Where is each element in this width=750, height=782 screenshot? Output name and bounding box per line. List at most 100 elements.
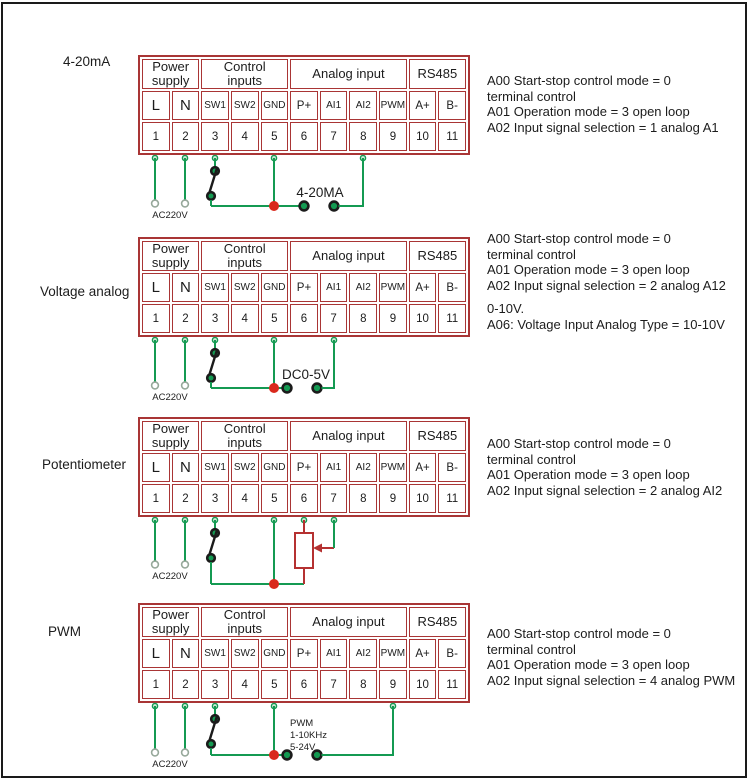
terminal-name-ai2: AI2 <box>349 453 378 482</box>
group-header-power-supply: Power supply <box>142 59 200 89</box>
diagram-label-4-20ma: 4-20mA <box>63 54 111 69</box>
terminal-name-n: N <box>171 453 200 482</box>
annotation-line: A00 Start-stop control mode = 0 <box>487 436 671 451</box>
terminal-name-n: N <box>171 91 200 120</box>
terminal-number-9: 9 <box>379 670 407 699</box>
terminal-name-sw2: SW2 <box>230 639 259 668</box>
ac-terminal-l <box>150 199 160 208</box>
terminal-name-pwm: PWM <box>379 91 407 120</box>
ac-terminal-n <box>180 748 190 757</box>
terminal-number-4: 4 <box>230 484 259 513</box>
terminal-number-9: 9 <box>379 304 407 333</box>
pwm-label-line3: 5-24V <box>290 742 316 753</box>
group-header-analog-input: Analog input <box>290 607 407 637</box>
terminal-name-ai1: AI1 <box>319 639 348 668</box>
junction-dot <box>269 383 279 393</box>
terminal-name-pwm: PWM <box>379 639 407 668</box>
terminal-name-sw1: SW1 <box>201 639 229 668</box>
terminal-number-8: 8 <box>349 670 378 699</box>
terminal-number-5: 5 <box>260 484 289 513</box>
terminal-number-9: 9 <box>379 484 407 513</box>
ac220v-label: AC220V <box>152 571 188 582</box>
terminal-number-5: 5 <box>260 122 289 151</box>
terminal-name-p+: P+ <box>290 639 318 668</box>
terminal-name-a+: A+ <box>408 91 437 120</box>
terminal-name-l: L <box>142 91 170 120</box>
group-header-analog-input: Analog input <box>290 59 407 89</box>
terminal-number-2: 2 <box>171 304 200 333</box>
junction-dot <box>269 579 279 589</box>
group-header-control-inputs: Control inputs <box>201 607 289 637</box>
group-header-power-supply: Power supply <box>142 241 200 271</box>
annotation-line: 0-10V. <box>487 301 525 316</box>
terminal-name-ai2: AI2 <box>349 273 378 302</box>
terminal-name-n: N <box>171 273 200 302</box>
diagram-label-pwm: PWM <box>48 624 81 639</box>
pwm-source-terminal-2 <box>311 749 323 761</box>
group-header-power-supply: Power supply <box>142 421 200 451</box>
terminal-number-8: 8 <box>349 304 378 333</box>
annotation-line: A02 Input signal selection = 4 analog PW… <box>487 672 736 688</box>
terminal-number-8: 8 <box>349 484 378 513</box>
terminal-number-3: 3 <box>201 122 229 151</box>
terminal-number-10: 10 <box>408 304 437 333</box>
annotation-line: A00 Start-stop control mode = 0 <box>487 626 671 641</box>
terminal-number-6: 6 <box>290 484 318 513</box>
group-header-control-inputs: Control inputs <box>201 59 289 89</box>
annotation-line <box>487 293 726 301</box>
terminal-number-5: 5 <box>260 304 289 333</box>
terminal-number-4: 4 <box>230 670 259 699</box>
ac220v-label: AC220V <box>152 210 188 221</box>
wire-to-pwm <box>321 706 394 756</box>
wire-to-ai2 <box>338 158 364 207</box>
current-source-terminal-1 <box>298 200 310 212</box>
current-source-terminal-2 <box>328 200 340 212</box>
wiring-pwm: AC220V PWM 1-10KHz 5-24V <box>150 702 397 770</box>
group-header-analog-input: Analog input <box>290 241 407 271</box>
wire-to-ai1 <box>321 340 335 389</box>
source-label-dc0-5v: DC0-5V <box>282 367 330 382</box>
voltage-source-terminal-1 <box>281 382 293 394</box>
annotation-line: terminal control <box>487 451 576 467</box>
terminal-number-1: 1 <box>142 122 170 151</box>
terminal-name-a+: A+ <box>408 639 437 668</box>
terminal-number-7: 7 <box>319 304 348 333</box>
switch-sw1 <box>205 158 221 206</box>
annotation-line: terminal control <box>487 641 576 657</box>
diagram-label-voltage-analog: Voltage analog <box>40 284 130 299</box>
terminal-number-8: 8 <box>349 122 378 151</box>
wiring-potentiometer: AC220V <box>150 516 338 589</box>
terminal-name-gnd: GND <box>260 273 289 302</box>
terminal-name-a+: A+ <box>408 273 437 302</box>
group-header-rs485: RS485 <box>408 59 466 89</box>
terminal-number-11: 11 <box>438 484 466 513</box>
terminal-number-4: 4 <box>230 304 259 333</box>
terminal-number-5: 5 <box>260 670 289 699</box>
annotation-line: A01 Operation mode = 3 open loop <box>487 467 690 482</box>
terminal-number-1: 1 <box>142 304 170 333</box>
terminal-name-gnd: GND <box>260 453 289 482</box>
junction-dot <box>269 750 279 760</box>
group-header-power-supply: Power supply <box>142 607 200 637</box>
terminal-number-6: 6 <box>290 122 318 151</box>
pwm-label-line1: PWM <box>290 718 313 729</box>
terminal-name-b-: B- <box>438 91 466 120</box>
terminal-name-ai1: AI1 <box>319 91 348 120</box>
terminal-number-4: 4 <box>230 122 259 151</box>
terminal-number-9: 9 <box>379 122 407 151</box>
diagram-label-potentiometer: Potentiometer <box>42 457 127 472</box>
terminal-name-sw1: SW1 <box>201 91 229 120</box>
terminal-number-6: 6 <box>290 670 318 699</box>
junction-dot <box>269 201 279 211</box>
terminal-number-3: 3 <box>201 304 229 333</box>
terminal-name-ai2: AI2 <box>349 91 378 120</box>
ac220v-label: AC220V <box>152 759 188 770</box>
group-header-rs485: RS485 <box>408 241 466 271</box>
terminal-number-1: 1 <box>142 484 170 513</box>
terminal-number-10: 10 <box>408 670 437 699</box>
wiring-voltage-analog: AC220V DC0-5V <box>150 336 338 403</box>
terminal-name-a+: A+ <box>408 453 437 482</box>
